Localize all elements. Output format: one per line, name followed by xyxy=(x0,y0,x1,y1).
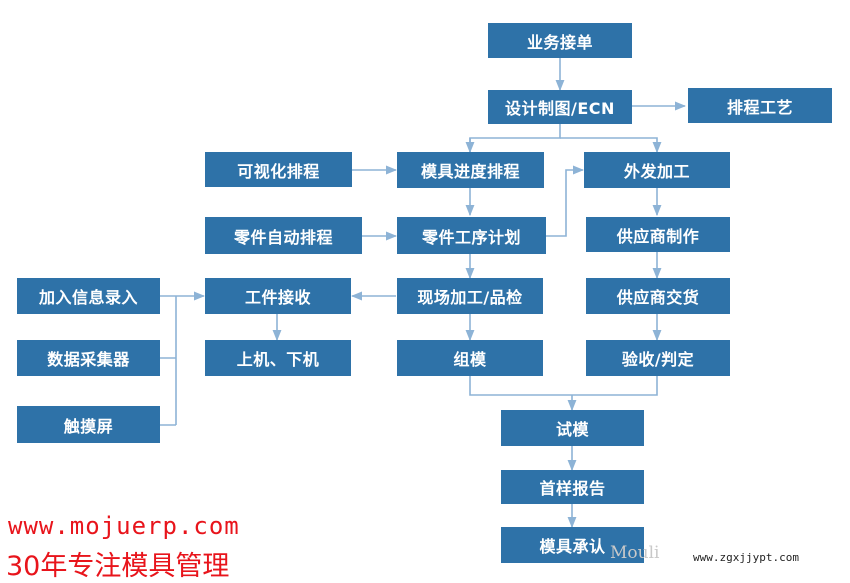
node-info-input: 加入信息录入 xyxy=(17,278,160,314)
node-data-collect: 数据采集器 xyxy=(17,340,160,376)
node-mold-sched: 模具进度排程 xyxy=(397,152,544,188)
arrow-inputs-bus xyxy=(160,295,177,426)
node-touch: 触摸屏 xyxy=(17,406,160,443)
node-approve: 模具承认 xyxy=(501,527,644,563)
node-report: 首样报告 xyxy=(501,470,644,504)
watermark-small-url: www.zgxjjypt.com xyxy=(693,551,799,564)
node-design: 设计制图/ECN xyxy=(488,90,632,124)
node-assembly: 组模 xyxy=(397,340,543,376)
node-outsource: 外发加工 xyxy=(584,152,730,188)
node-inspect: 验收/判定 xyxy=(586,340,730,376)
node-onsite: 现场加工/品检 xyxy=(397,278,543,314)
node-parts-auto: 零件自动排程 xyxy=(205,217,362,254)
node-process: 排程工艺 xyxy=(688,88,832,123)
watermark-faint: Mouli xyxy=(610,543,660,563)
node-visual-sched: 可视化排程 xyxy=(205,152,352,187)
arrow-plan-outsource xyxy=(546,165,585,237)
node-supplier-deliver: 供应商交货 xyxy=(586,278,730,314)
watermark-url: www.mojuerp.com xyxy=(8,512,240,540)
node-machine: 上机、下机 xyxy=(205,340,351,376)
node-receive: 工件接收 xyxy=(205,278,351,314)
watermark-slogan: 30年专注模具管理 xyxy=(6,551,230,582)
arrow-to-outsource xyxy=(560,137,662,154)
arrow-design-split xyxy=(469,124,561,152)
node-supplier-make: 供应商制作 xyxy=(586,217,730,252)
node-parts-plan: 零件工序计划 xyxy=(397,217,546,254)
node-order: 业务接单 xyxy=(488,23,632,58)
arrow-merge-trial xyxy=(469,376,658,410)
node-trial: 试模 xyxy=(501,410,644,446)
